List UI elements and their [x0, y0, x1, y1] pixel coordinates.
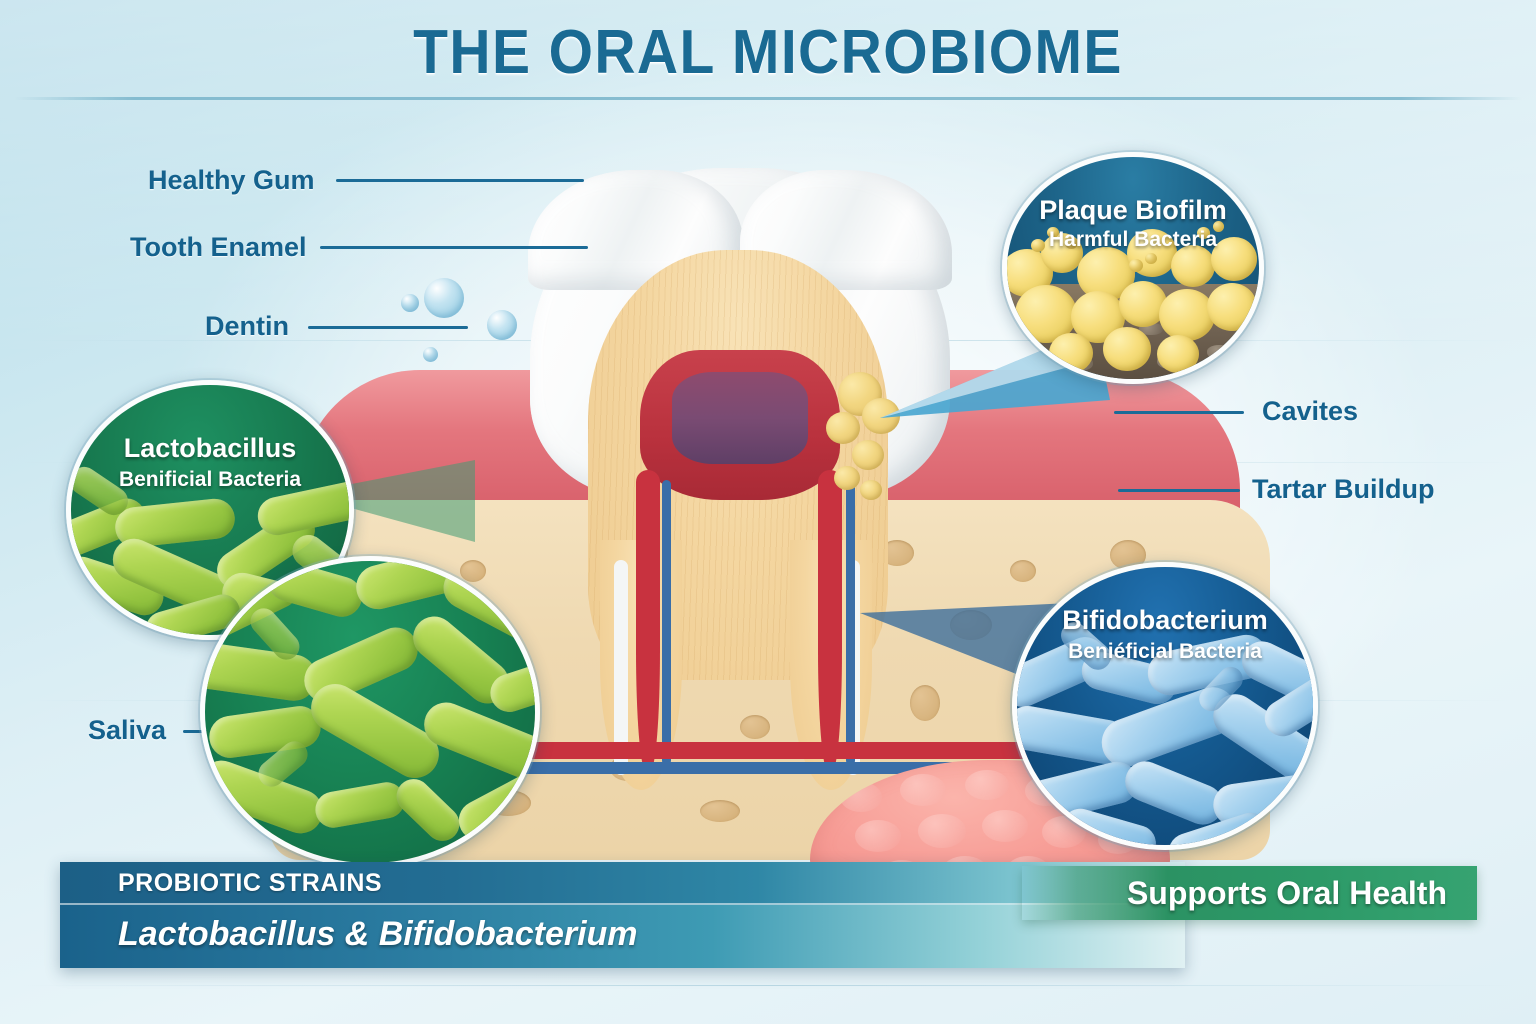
root-canal-left: [636, 470, 660, 770]
supports-oral-health-label: Supports Oral Health: [1126, 874, 1447, 911]
banner-line-2: Lactobacillus & Bifidobacterium: [118, 915, 638, 953]
root-vein-right: [846, 480, 855, 765]
label-saliva: Saliva: [88, 715, 167, 745]
lactobacillus-secondary-scene: [205, 561, 535, 863]
label-tooth-enamel: Tooth Enamel: [130, 232, 307, 262]
leader-cavities: [1114, 411, 1244, 414]
label-healthy-gum: Healthy Gum: [148, 165, 315, 195]
leader-tartar: [1118, 489, 1240, 492]
plaque-inset-scene: [1007, 157, 1259, 379]
lactobacillus-inset-secondary[interactable]: [200, 556, 540, 868]
label-tartar-buildup: Tartar Buildup: [1252, 474, 1435, 504]
pulp-vascular-network: [672, 372, 808, 464]
lactobacillus-inset-subtitle: Benificial Bacteria: [118, 468, 302, 491]
bifidobacterium-inset-title: Bifidobacterium: [1062, 605, 1268, 635]
title-divider: [14, 97, 1522, 100]
bifidobacterium-inset[interactable]: Bifidobacterium Beniéficial Bacteria: [1012, 562, 1318, 850]
plaque-biofilm-inset[interactable]: Plaque Biofilm Harmful Bacteria: [1002, 152, 1264, 384]
magnifier-connector-lactobacillus: [300, 460, 475, 542]
banner-line-1: PROBIOTIC STRAINS: [118, 869, 383, 897]
root-canal-right: [818, 470, 842, 770]
leader-tooth-enamel: [320, 246, 588, 249]
page-title: THE ORAL MICROBIOME: [413, 18, 1123, 87]
probiotic-banner: PROBIOTIC STRAINS Lactobacillus & Bifido…: [60, 862, 1185, 968]
cementum-left: [614, 560, 628, 775]
bifidobacterium-inset-subtitle: Beniéficial Bacteria: [1068, 640, 1262, 663]
supports-oral-health-badge[interactable]: Supports Oral Health: [1022, 866, 1477, 920]
bifidobacterium-inset-scene: [1017, 567, 1313, 845]
label-dentin: Dentin: [205, 311, 289, 341]
banner-top-strip: [60, 862, 1185, 905]
plaque-inset-title: Plaque Biofilm: [1039, 195, 1227, 225]
root-vein-left: [662, 480, 671, 765]
banner-bottom-strip: [60, 905, 1185, 968]
leader-dentin: [308, 326, 468, 329]
plaque-inset-subtitle: Harmful Bacteria: [1048, 228, 1218, 251]
rule-bottom: [20, 985, 1516, 986]
leader-healthy-gum: [336, 179, 584, 182]
label-cavities: Cavites: [1262, 396, 1359, 426]
lactobacillus-inset-title: Lactobacillus: [123, 433, 297, 463]
